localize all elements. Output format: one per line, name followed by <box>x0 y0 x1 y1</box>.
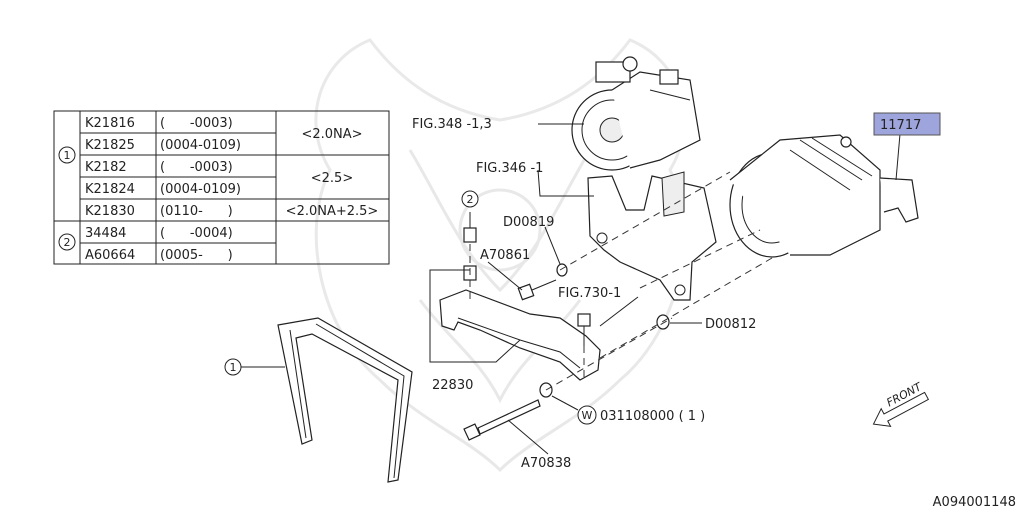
highlight-part-number[interactable]: 11717 <box>880 118 921 133</box>
table-applicability: <2.5> <box>311 171 353 186</box>
front-direction-indicator: FRONT <box>872 380 930 427</box>
bolt-a70861[interactable] <box>517 279 557 301</box>
callout-fig348: FIG.348 -1,3 <box>412 117 492 132</box>
callout-d00812: D00812 <box>705 317 756 332</box>
ref-circle-2 <box>461 190 479 208</box>
leader-lines <box>429 123 901 455</box>
table-ref-1: 1 <box>64 149 71 162</box>
callout-d00819: D00819 <box>503 215 554 230</box>
table-period: (0004-0109) <box>160 182 241 197</box>
table-period: ( -0003) <box>160 116 233 131</box>
callout-a70861: A70861 <box>480 248 530 263</box>
washer-d00812[interactable] <box>656 314 670 330</box>
table-part-number: K21830 <box>85 204 135 219</box>
assembly-lines <box>469 171 773 391</box>
table-part-number: K21825 <box>85 138 135 153</box>
table-ref-2: 2 <box>64 236 71 249</box>
washer-d00819[interactable] <box>556 263 568 277</box>
callout-fig730: FIG.730-1 <box>558 286 621 301</box>
highlight-box[interactable] <box>873 112 941 136</box>
mounting-bracket-upper[interactable] <box>587 171 717 301</box>
callout-washer: 031108000 ( 1 ) <box>600 409 705 424</box>
table-period: ( -0003) <box>160 160 233 175</box>
washer-mark-circle <box>577 405 597 425</box>
bolt-a70838[interactable] <box>463 399 541 441</box>
bolt-fig730[interactable] <box>577 313 591 346</box>
callout-22830: 22830 <box>432 378 473 393</box>
table-part-number: K2182 <box>85 160 127 175</box>
table-part-number: K21816 <box>85 116 135 131</box>
washer-mark: W <box>582 409 593 422</box>
table-part-number: 34484 <box>85 226 126 241</box>
alternator[interactable] <box>729 134 919 258</box>
table-period: (0005- ) <box>160 248 233 263</box>
table-part-number: K21824 <box>85 182 135 197</box>
power-steering-pump[interactable] <box>571 56 701 171</box>
parts-table: 1 2 K21816 ( -0003) K21825 (0004-0109) <… <box>53 110 390 265</box>
ref-label-2: 2 <box>467 193 474 206</box>
table-period: ( -0004) <box>160 226 233 241</box>
drive-belt[interactable] <box>277 317 413 483</box>
table-part-number: A60664 <box>85 248 135 263</box>
bolt-ref-2[interactable] <box>463 212 477 243</box>
callout-a70838: A70838 <box>521 456 571 471</box>
mounting-bracket-lower[interactable] <box>439 289 601 381</box>
table-period: (0110- ) <box>160 204 233 219</box>
ref-label-1: 1 <box>230 361 237 374</box>
table-applicability: <2.0NA> <box>301 127 362 142</box>
table-applicability: <2.0NA+2.5> <box>286 204 379 219</box>
callout-fig346: FIG.346 -1 <box>476 161 543 176</box>
table-period: (0004-0109) <box>160 138 241 153</box>
diagram-id: A094001148 <box>933 495 1016 510</box>
